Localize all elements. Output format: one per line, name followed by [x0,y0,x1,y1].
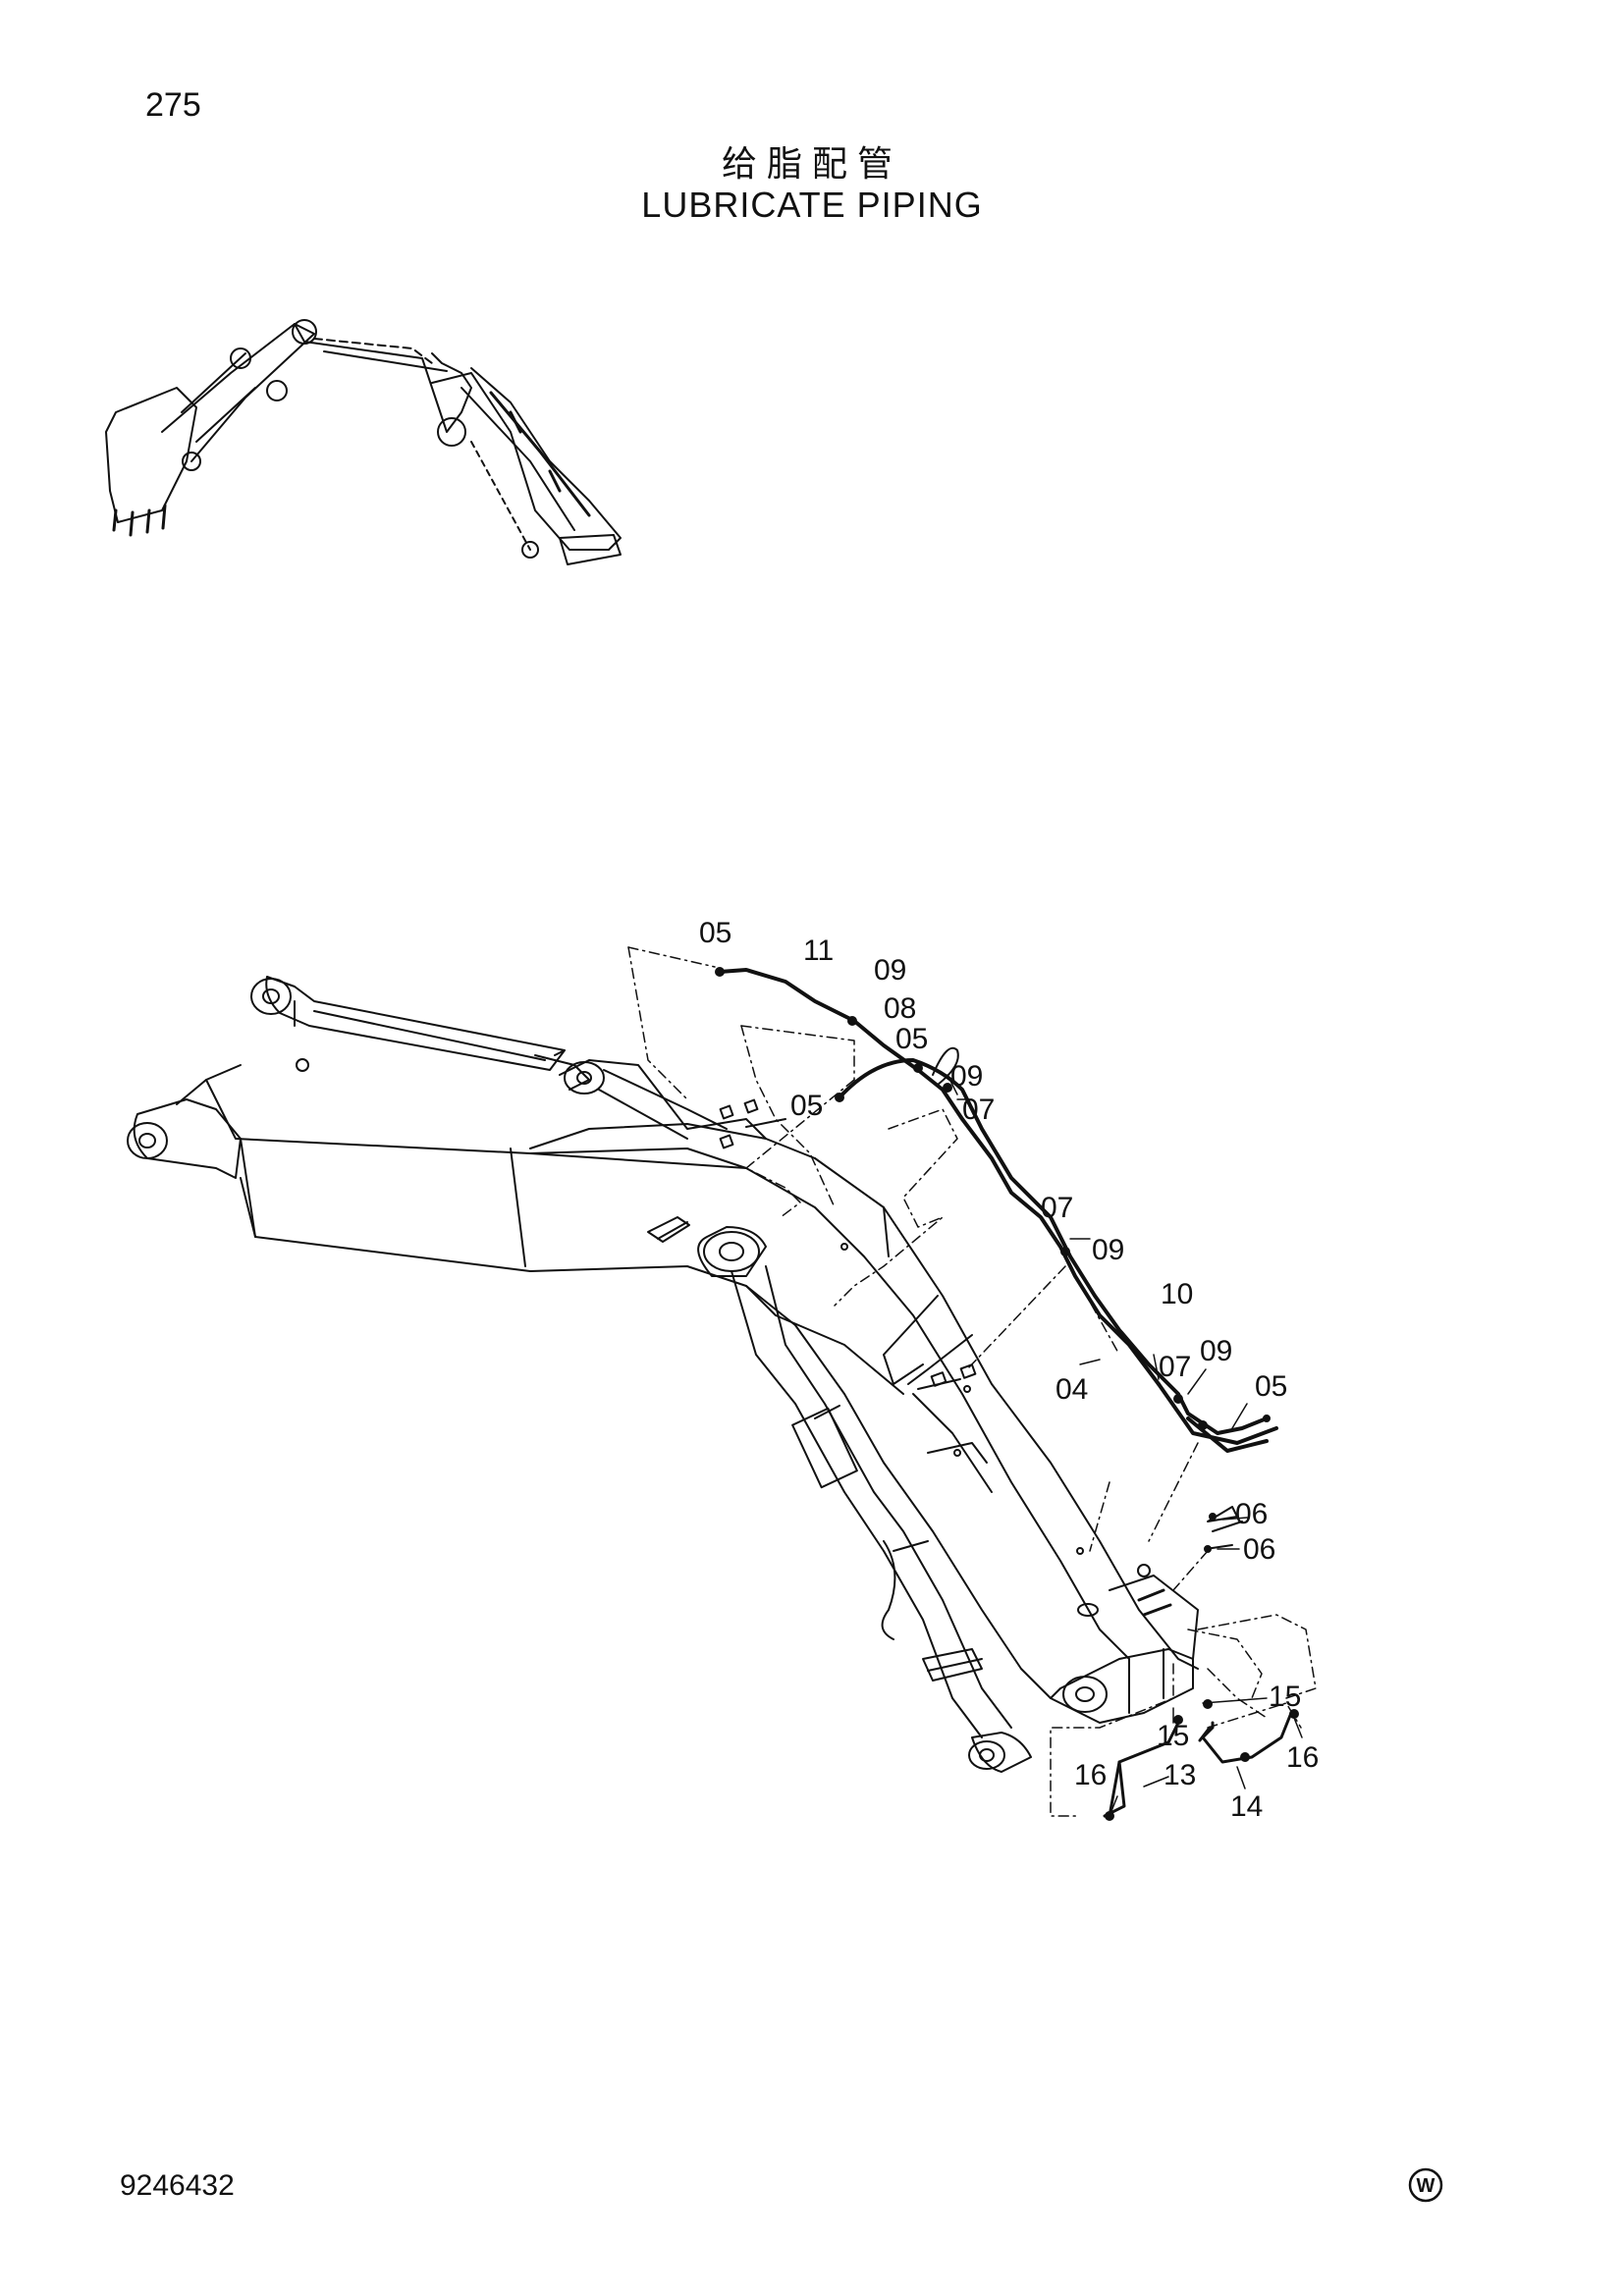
callout-05-top: 05 [699,917,731,949]
lube-pipes [718,968,1278,1453]
page-title-english: LUBRICATE PIPING [641,185,983,225]
manufacturer-mark-letter: W [1417,2175,1435,2197]
callout-09-c: 09 [1092,1234,1124,1266]
manufacturer-mark-icon: W [1408,2167,1443,2203]
page-title-chinese: 给脂配管 [721,144,902,185]
callout-09-b: 09 [950,1060,983,1093]
callout-05-right: 05 [1255,1370,1287,1403]
document-number: 9246432 [120,2169,235,2202]
pipe-fittings [715,967,1271,1430]
callout-11: 11 [803,934,834,967]
callout-15-a: 15 [1269,1681,1301,1713]
callout-07-a: 07 [962,1094,995,1126]
callout-10: 10 [1161,1278,1193,1310]
callout-06-b: 06 [1243,1533,1275,1566]
overview-sketch [105,319,622,565]
boom-assembly [127,976,1199,1773]
callout-15-b: 15 [1157,1720,1189,1752]
callout-04: 04 [1056,1373,1088,1406]
lube-pipe-parts-13-14 [1103,1711,1293,1818]
callout-leaders [947,1074,1303,1812]
callout-06-a: 06 [1235,1498,1268,1530]
callout-16-b: 16 [1286,1741,1319,1774]
callout-labels: 05 11 09 08 05 09 05 07 07 09 10 07 09 0… [699,917,1319,1823]
callout-13: 13 [1164,1759,1196,1791]
grease-nipple-loop [932,1046,959,1086]
callout-14: 14 [1230,1790,1263,1823]
callout-09-d: 09 [1200,1335,1232,1367]
callout-08: 08 [884,992,916,1025]
callout-07-c: 07 [1159,1351,1191,1383]
callout-16-a: 16 [1074,1759,1107,1791]
lube-pipe-end-fittings [1105,1513,1299,1821]
reference-lines [627,946,1317,1817]
callout-09-a: 09 [874,954,906,987]
callout-07-b: 07 [1041,1192,1073,1224]
callout-05-mid: 05 [895,1023,928,1055]
callout-05-left: 05 [790,1090,823,1122]
page-number: 275 [145,86,201,124]
